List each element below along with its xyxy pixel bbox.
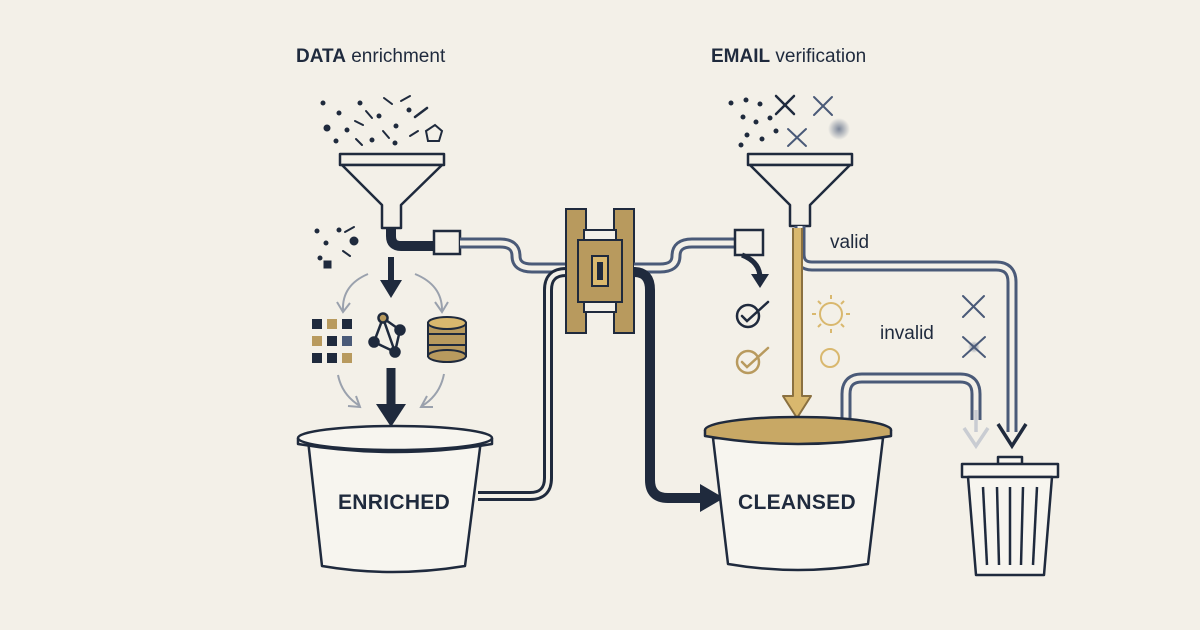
cleansed-inflow-arrowhead — [700, 484, 724, 512]
enrichment-flow-arrowhead-1 — [380, 280, 402, 298]
pipe-pump-to-cleansed — [633, 267, 705, 503]
invalid-mark-icons — [774, 94, 833, 147]
data-grid-icon — [312, 319, 352, 363]
enriched-bucket-label: ENRICHED — [338, 491, 451, 514]
side-data-particles — [314, 226, 359, 269]
email-verification-title-rest: verification — [770, 46, 867, 67]
circle-gold-icon — [820, 348, 840, 368]
enriched-bucket — [296, 424, 494, 574]
fuzzy-noise-icon — [828, 118, 850, 140]
enrichment-flow-arrowhead-2 — [376, 404, 406, 427]
valid-route-label: valid — [830, 232, 870, 253]
pipe-junction-left — [432, 229, 462, 256]
curved-arrow-top-right — [414, 273, 443, 311]
enrichment-outlet-pipe — [386, 228, 440, 251]
invalid-arrowhead — [962, 427, 990, 450]
enrichment-funnel — [338, 152, 446, 230]
check-circle-icon — [735, 300, 770, 329]
data-enrichment-title: DATA enrichment — [296, 46, 445, 68]
trash-inflow-arrowhead — [996, 423, 1028, 450]
pipe-bucket-to-pump — [478, 267, 567, 501]
trash-can-icon — [960, 455, 1060, 577]
cleansed-bucket — [703, 415, 893, 572]
cleansed-gold-arrow — [782, 228, 812, 419]
raw-email-particles — [728, 97, 779, 148]
database-stack-icon — [427, 316, 467, 363]
cleansed-bucket-label: CLEANSED — [738, 491, 856, 514]
pipe-pump-to-verification — [634, 237, 740, 274]
invalid-route-label: invalid — [880, 323, 934, 344]
sun-icon — [812, 295, 850, 333]
check-circle-gold-icon — [735, 346, 770, 375]
curved-arrow-bottom-left — [337, 374, 361, 407]
network-graph-icon — [368, 312, 406, 358]
email-verification-title: EMAIL verification — [711, 46, 866, 68]
data-enrichment-title-bold: DATA — [296, 46, 346, 67]
email-verification-title-bold: EMAIL — [711, 46, 771, 67]
curved-arrow-top-left — [341, 273, 369, 311]
curved-arrow-bottom-right — [421, 373, 445, 407]
verification-funnel — [746, 152, 854, 228]
raw-data-particles — [320, 95, 444, 146]
pipe-junction-right — [733, 228, 765, 257]
central-pump — [565, 208, 635, 334]
data-enrichment-title-rest: enrichment — [345, 46, 446, 67]
invalid-route-pipe — [840, 372, 982, 426]
